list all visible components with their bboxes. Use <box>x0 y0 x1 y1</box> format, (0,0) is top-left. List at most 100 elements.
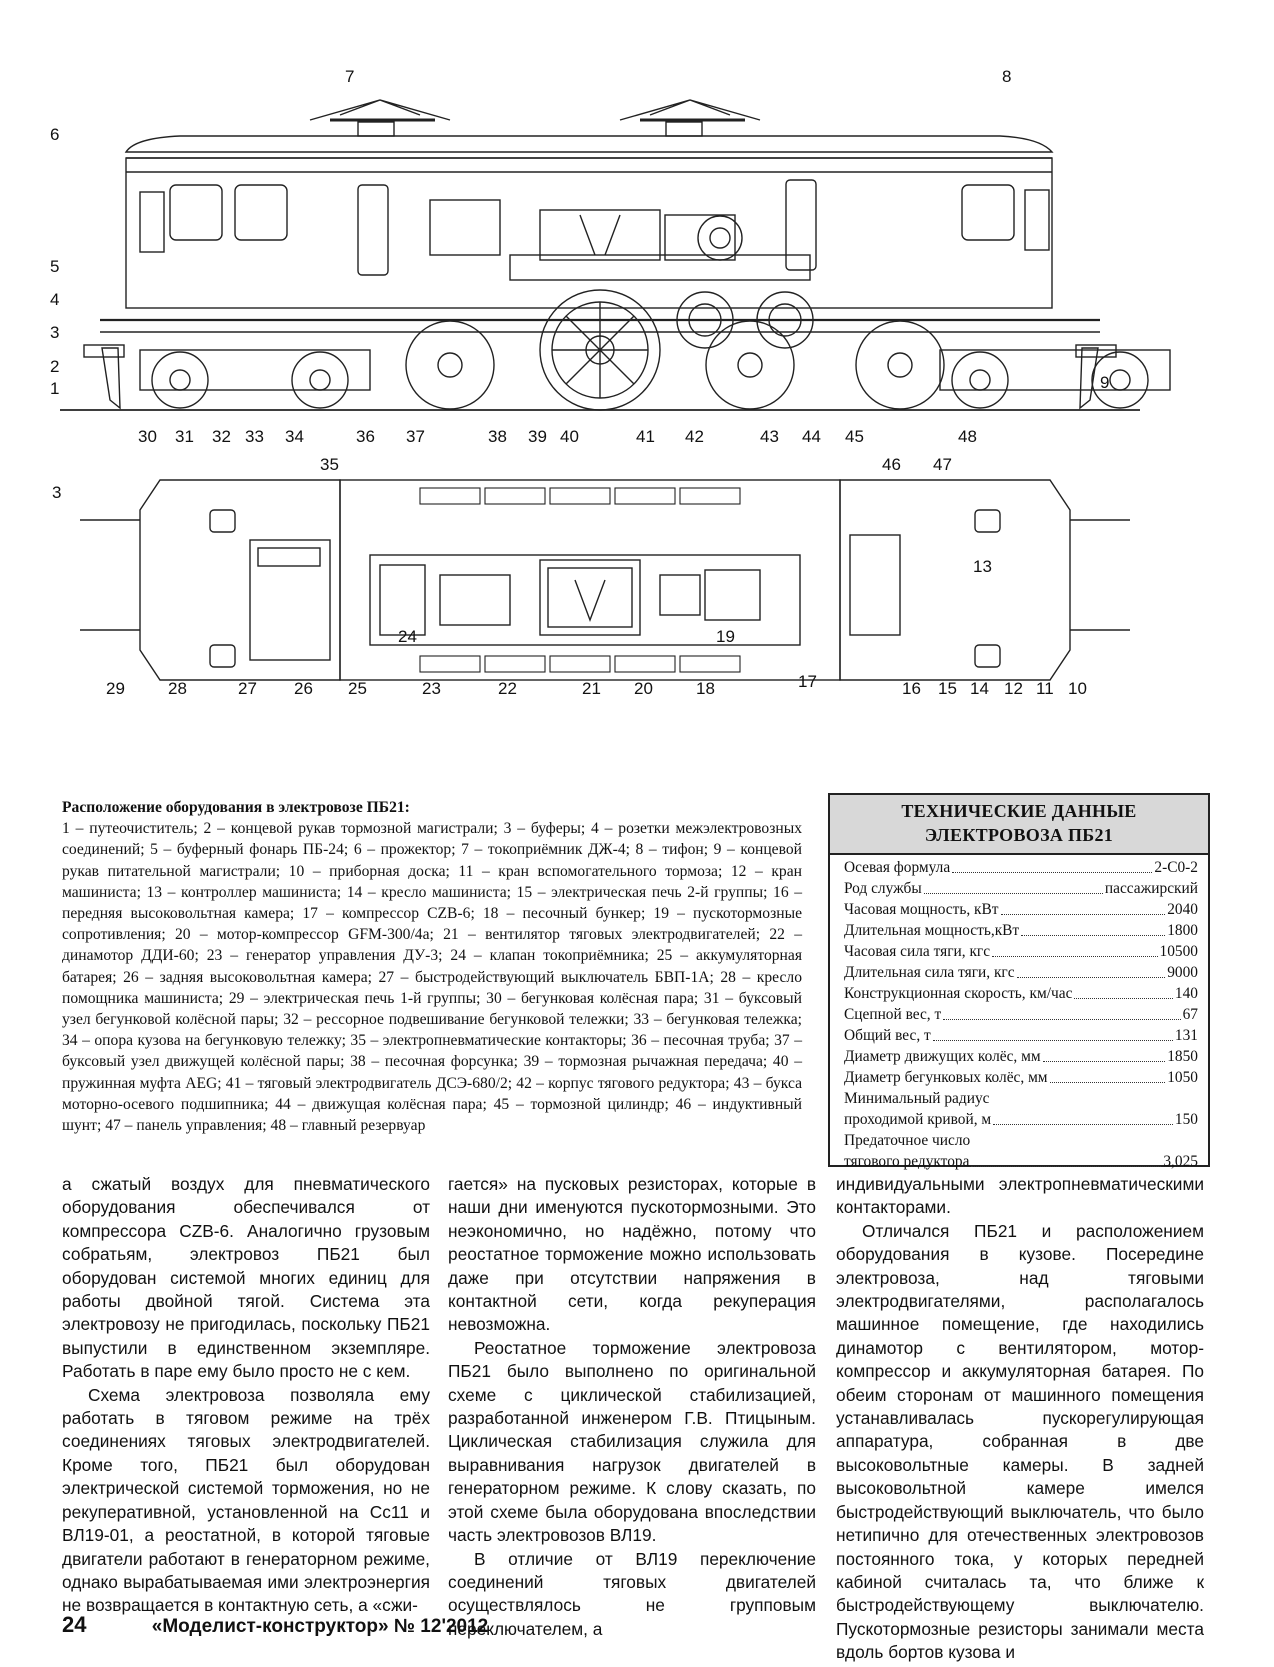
locomotive-schematic: 7 8 6 5 4 3 2 1 9 30 31 32 33 34 36 37 3… <box>50 67 1171 698</box>
callout: 23 <box>422 679 441 698</box>
callout: 20 <box>634 679 653 698</box>
locomotive-drawing: 7 8 6 5 4 3 2 1 9 30 31 32 33 34 36 37 3… <box>40 60 1240 760</box>
callout: 18 <box>696 679 715 698</box>
callout: 12 <box>1004 679 1023 698</box>
spec-value: 140 <box>1174 985 1198 1002</box>
callout: 1 <box>50 379 59 398</box>
title-line: ТЕХНИЧЕСКИЕ ДАННЫЕ <box>901 801 1137 821</box>
spec-label: Часовая мощность, кВт <box>844 901 999 918</box>
spec-row: Конструкционная скорость, км/час 140 <box>830 983 1208 1004</box>
callout: 17 <box>798 672 817 691</box>
paragraph: гается» на пусковых резисторах, которые … <box>448 1174 816 1335</box>
callout: 10 <box>1068 679 1087 698</box>
spec-row: Диаметр бегунковых колёс, мм 1050 <box>830 1067 1208 1088</box>
spec-value: 2-С0-2 <box>1154 859 1198 876</box>
callout: 28 <box>168 679 187 698</box>
callout: 48 <box>958 427 977 446</box>
spec-value: пассажирский <box>1104 880 1198 897</box>
side-view <box>60 99 1171 411</box>
callout: 19 <box>716 627 735 646</box>
dot-leader <box>932 1040 1173 1041</box>
callout: 11 <box>1036 679 1054 698</box>
spec-label: Конструкционная скорость, км/час <box>844 985 1073 1002</box>
callout: 45 <box>845 427 864 446</box>
dot-leader <box>992 956 1158 957</box>
callout: 36 <box>356 427 375 446</box>
paragraph: Реостатное торможение электровоза ПБ21 б… <box>448 1337 816 1546</box>
dot-leader <box>952 872 1153 873</box>
spec-value: 67 <box>1182 1006 1198 1023</box>
callout: 6 <box>50 125 59 144</box>
technical-data-title: ТЕХНИЧЕСКИЕ ДАННЫЕ ЭЛЕКТРОВОЗА ПБ21 <box>830 795 1208 855</box>
spec-label: Длительная мощность,кВт <box>844 922 1020 939</box>
spec-row: Род службы пассажирский <box>830 878 1208 899</box>
callout: 44 <box>802 427 821 446</box>
callout: 14 <box>970 679 989 698</box>
dot-leader <box>1016 977 1166 978</box>
spec-label: Род службы <box>844 880 922 897</box>
dot-leader <box>993 1124 1173 1125</box>
spec-label: Диаметр бегунковых колёс, мм <box>844 1069 1048 1086</box>
callout: 29 <box>106 679 125 698</box>
dot-leader <box>1074 998 1173 999</box>
callout: 35 <box>320 455 339 474</box>
spec-label: Предаточное число <box>844 1132 971 1149</box>
callout: 27 <box>238 679 257 698</box>
callout: 30 <box>138 427 157 446</box>
caption-text: 1 – путеочиститель; 2 – концевой рукав т… <box>62 820 802 1135</box>
dot-leader <box>1049 1082 1166 1083</box>
spec-row: Длительная мощность,кВт 1800 <box>830 920 1208 941</box>
plan-view <box>80 479 1130 681</box>
paragraph: Отличался ПБ21 и расположением оборудова… <box>836 1220 1204 1663</box>
callout: 8 <box>1002 67 1011 86</box>
callout: 5 <box>50 257 59 276</box>
dot-leader <box>1000 914 1166 915</box>
callout: 34 <box>285 427 304 446</box>
callout: 2 <box>50 357 59 376</box>
spec-label: Минимальный радиус <box>844 1090 990 1107</box>
technical-data-box: ТЕХНИЧЕСКИЕ ДАННЫЕ ЭЛЕКТРОВОЗА ПБ21 Осев… <box>828 793 1210 1170</box>
spec-value: 1800 <box>1167 922 1198 939</box>
callout: 15 <box>938 679 957 698</box>
caption-title: Расположение оборудования в электровозе … <box>62 799 410 816</box>
spec-label: Длительная сила тяги, кгс <box>844 964 1015 981</box>
callout: 47 <box>933 455 952 474</box>
spec-row: Минимальный радиус <box>830 1088 1208 1109</box>
article-column-2: гается» на пусковых резисторах, которые … <box>448 1173 816 1641</box>
spec-label: Диаметр движущих колёс, мм <box>844 1048 1041 1065</box>
paragraph: индивидуальными электропневматическими к… <box>836 1174 1204 1218</box>
paragraph: Схема электровоза позволяла ему работать… <box>62 1384 430 1616</box>
spec-value: 150 <box>1174 1111 1198 1128</box>
spec-value: 1050 <box>1167 1069 1198 1086</box>
callout: 22 <box>498 679 517 698</box>
spec-label: Осевая формула <box>844 859 951 876</box>
spec-label: проходимой кривой, м <box>844 1111 992 1128</box>
dot-leader <box>1042 1061 1166 1062</box>
article-column-3: индивидуальными электропневматическими к… <box>836 1173 1204 1665</box>
callout: 41 <box>636 427 655 446</box>
paragraph: а сжатый воздух для пневматического обор… <box>62 1174 430 1382</box>
spec-value: 1850 <box>1167 1048 1198 1065</box>
dot-leader <box>923 893 1103 894</box>
callout: 37 <box>406 427 425 446</box>
spec-row: Осевая формула 2-С0-2 <box>830 857 1208 878</box>
callout: 43 <box>760 427 779 446</box>
spec-value: 10500 <box>1159 943 1198 960</box>
spec-row: Часовая сила тяги, кгс 10500 <box>830 941 1208 962</box>
callout: 38 <box>488 427 507 446</box>
callout: 13 <box>973 557 992 576</box>
spec-label: Часовая сила тяги, кгс <box>844 943 991 960</box>
spec-row: Предаточное число <box>830 1130 1208 1151</box>
callout: 42 <box>685 427 704 446</box>
callout: 24 <box>398 627 417 646</box>
spec-value: 131 <box>1174 1027 1198 1044</box>
paragraph: В отличие от ВЛ19 переключение соединени… <box>448 1548 816 1639</box>
callout: 26 <box>294 679 313 698</box>
spec-rows: Осевая формула 2-С0-2 Род службы пассажирс… <box>830 855 1208 1172</box>
